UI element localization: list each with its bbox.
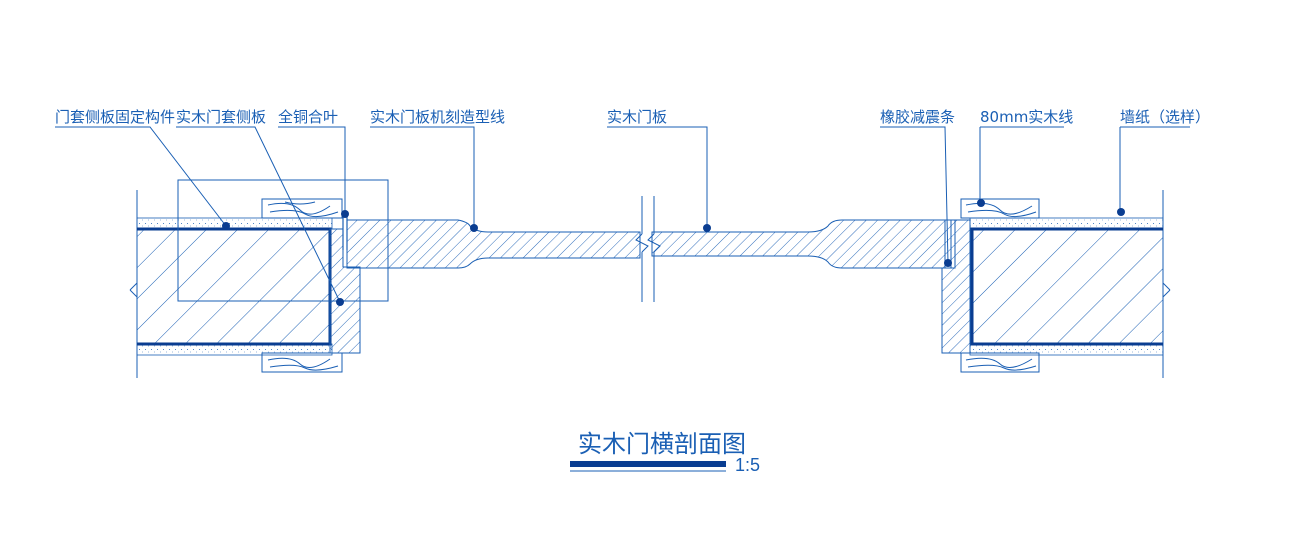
leader-lines bbox=[55, 126, 1190, 303]
right-trim-top bbox=[960, 198, 1040, 219]
label-rubber-strip: 橡胶减震条 bbox=[880, 108, 955, 126]
left-trim-top bbox=[261, 198, 343, 219]
leader-dots bbox=[222, 199, 1125, 306]
label-wallpaper: 墙纸（选样） bbox=[1120, 108, 1210, 126]
drawing-scale: 1:5 bbox=[735, 455, 760, 475]
right-wall bbox=[969, 190, 1171, 378]
right-trim-bottom bbox=[960, 352, 1040, 373]
label-wood-trim: 80mm实木线 bbox=[980, 108, 1073, 126]
title-underline-thick bbox=[570, 461, 726, 467]
break-line bbox=[635, 196, 661, 302]
left-trim-bottom bbox=[261, 352, 343, 373]
label-hinge: 全铜合叶 bbox=[278, 108, 338, 126]
label-door-panel: 实木门板 bbox=[607, 108, 667, 126]
door-panel bbox=[346, 219, 956, 269]
drawing-title: 实木门横剖面图 bbox=[578, 430, 746, 458]
label-jamb-fixing: 门套侧板固定构件 bbox=[55, 108, 175, 126]
label-jamb-board: 实木门套侧板 bbox=[176, 108, 266, 126]
left-wall bbox=[129, 190, 333, 378]
label-carved-line: 实木门板机刻造型线 bbox=[370, 108, 505, 126]
